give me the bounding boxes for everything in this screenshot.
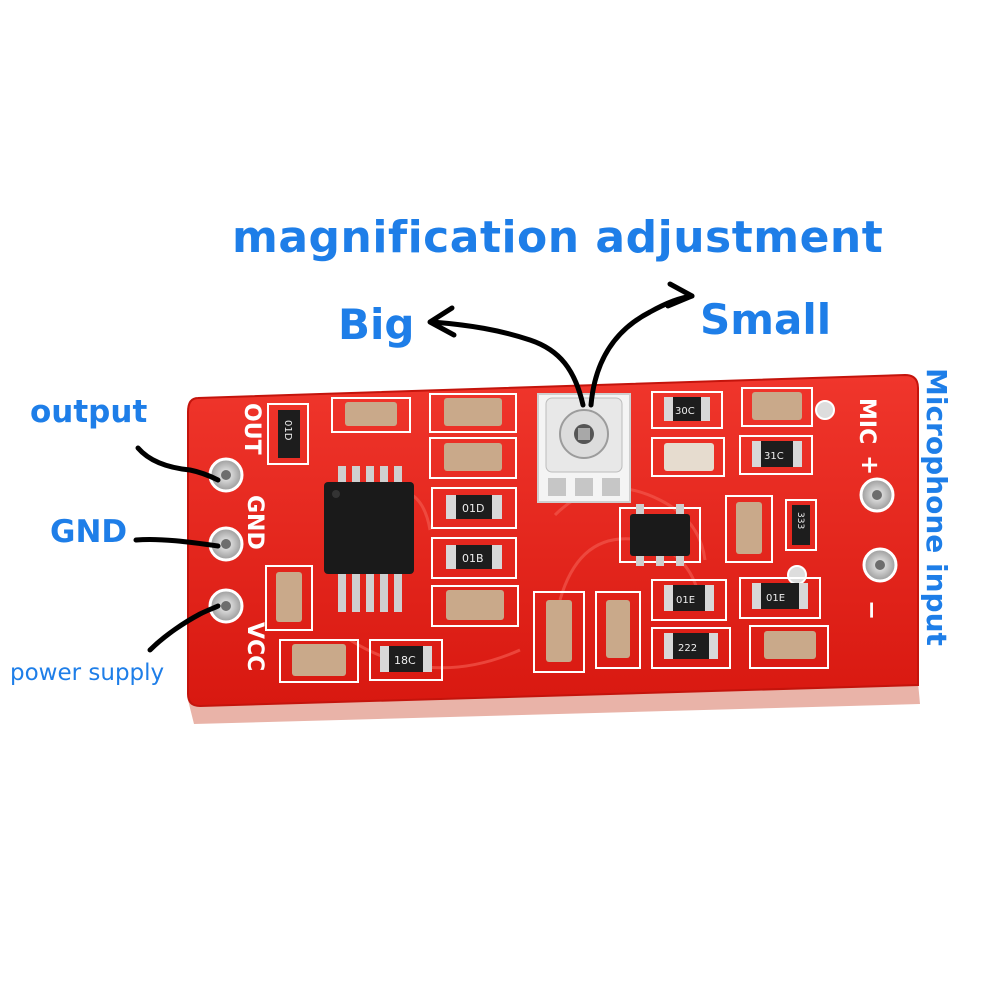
smd-components: 01D 01D 01B 18C 30C: [265, 387, 829, 683]
mic-plus-label: +: [856, 455, 884, 475]
code-18c: 18C: [394, 654, 416, 667]
code-01e-a: 01E: [676, 595, 695, 606]
mic-minus-label: −: [858, 600, 886, 620]
pin-label-out: OUT: [239, 403, 264, 455]
board-edge: [188, 682, 920, 724]
annotation-big: Big: [338, 300, 415, 349]
pin-pads: [208, 457, 244, 624]
code-30c: 30C: [675, 406, 695, 417]
annotation-title: magnification adjustment: [232, 212, 884, 263]
annotation-microphone-input: Microphone input: [920, 368, 953, 646]
pcb-board: [187, 373, 919, 708]
code-333: 333: [795, 512, 805, 529]
pin-label-vcc: VCC: [242, 622, 267, 671]
annotation-output: output: [30, 394, 148, 430]
annotation-power-supply: power supply: [10, 660, 165, 686]
pin-label-gnd: GND: [242, 495, 267, 550]
mic-label: MIC: [854, 398, 879, 444]
code-01b: 01B: [462, 552, 484, 565]
code-31c: 31C: [764, 451, 784, 462]
amplifier-ic: [324, 466, 414, 612]
mic-pads: [787, 400, 898, 585]
code-01d-a: 01D: [282, 420, 293, 441]
preamp-ic: [619, 504, 701, 566]
annotation-gnd: GND: [50, 514, 128, 550]
annotation-arrows: [133, 281, 695, 653]
code-01e-b: 01E: [766, 593, 785, 604]
annotation-small: Small: [700, 295, 832, 344]
code-01d-b: 01D: [462, 502, 484, 515]
code-222: 222: [678, 643, 697, 654]
trimmer-potentiometer: [537, 393, 631, 503]
